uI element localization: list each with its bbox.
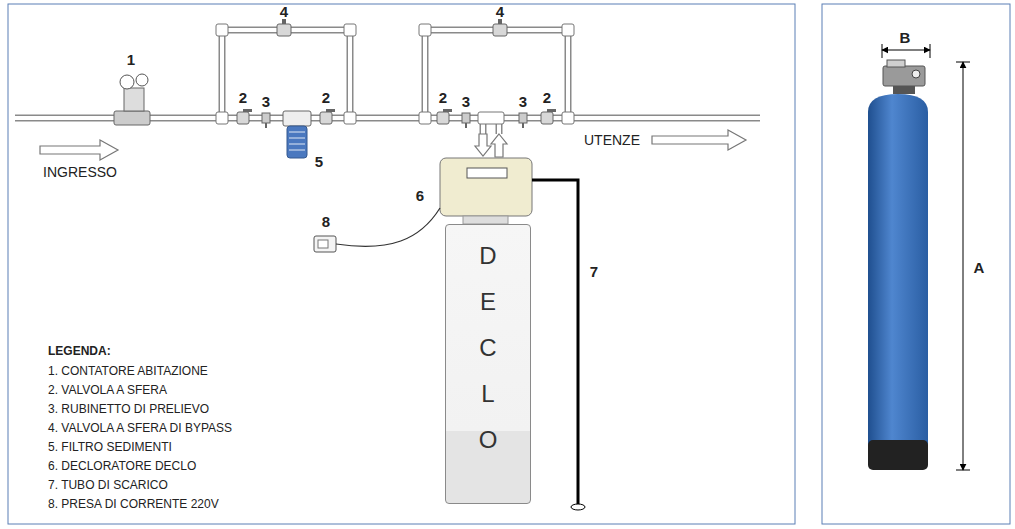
product-valve-top — [887, 60, 905, 67]
legend-entry: 7. TUBO DI SCARICO — [48, 478, 168, 492]
callout-number: 1 — [127, 51, 135, 68]
elbow-fitting — [419, 24, 431, 36]
ball-valve — [320, 112, 332, 124]
bypass-valve — [277, 24, 291, 36]
callout-number: 3 — [462, 93, 470, 110]
panel-frame — [822, 4, 1010, 524]
dimension-tick — [956, 62, 970, 470]
product-neck — [893, 86, 915, 94]
callout-number: 3 — [519, 93, 527, 110]
ball-valve — [437, 112, 449, 124]
filter-bowl — [287, 126, 307, 158]
callout-number: 7 — [590, 263, 598, 280]
product-gauge — [912, 70, 920, 78]
valve-lever — [326, 109, 335, 112]
dimension-letter: B — [900, 29, 911, 46]
meter-dial — [136, 74, 148, 86]
power-plug — [314, 236, 336, 252]
drain-outlet — [571, 504, 585, 510]
legend-text: 1. CONTATORE ABITAZIONE — [48, 364, 208, 378]
dimension-letter: A — [974, 259, 985, 276]
dimension-line — [882, 50, 930, 51]
flow-label: UTENZE — [584, 132, 640, 148]
legend-entry: 3. RUBINETTO DI PRELIEVO — [48, 402, 209, 416]
product-tank — [868, 94, 928, 455]
panel-frame — [8, 4, 795, 524]
elbow-fitting — [562, 24, 574, 36]
sample-tap — [462, 113, 470, 123]
plug-face — [318, 240, 328, 248]
legend-text: 8. PRESA DI CORRENTE 220V — [48, 497, 219, 511]
valve-lever — [243, 109, 252, 112]
valve-lever — [443, 109, 452, 112]
control-head — [440, 158, 532, 216]
valve-lever — [547, 109, 556, 112]
callout-number: 2 — [439, 89, 447, 106]
water-meter-register — [124, 88, 144, 111]
pipe-bore — [15, 30, 760, 134]
callout-number: 8 — [322, 213, 330, 230]
tee-fitting — [344, 112, 356, 124]
dimension-line — [963, 62, 964, 470]
legend-text: 3. RUBINETTO DI PRELIEVO — [48, 402, 209, 416]
bypass-valve — [493, 24, 507, 36]
tee-fitting — [419, 112, 431, 124]
callout-number: 6 — [416, 187, 424, 204]
legend-entry: 4. VALVOLA A SFERA DI BYPASS — [48, 421, 232, 435]
callout-number: 4 — [280, 3, 288, 20]
filter-head — [283, 111, 311, 126]
meter-dial — [120, 75, 134, 89]
legend-entry: 8. PRESA DI CORRENTE 220V — [48, 497, 219, 511]
legend-text: 7. TUBO DI SCARICO — [48, 478, 168, 492]
tee-fitting — [216, 112, 228, 124]
tee-fitting — [562, 112, 574, 124]
callout-number: 4 — [496, 3, 504, 20]
tap-spout — [265, 123, 267, 128]
flow-label: INGRESSO — [43, 164, 117, 180]
filter-cartridge — [289, 132, 305, 150]
power-cable — [336, 208, 440, 246]
tank-body: D E C L O — [445, 224, 531, 504]
legend-text: 4. VALVOLA A SFERA DI BYPASS — [48, 421, 232, 435]
callout-number: 3 — [262, 93, 270, 110]
ball-valve — [541, 112, 553, 124]
flow-up-arrow — [491, 134, 507, 157]
legend-entry: 2. VALVOLA A SFERA — [48, 383, 167, 397]
legend-entry: 6. DECLORATORE DECLO — [48, 459, 196, 473]
legend-entry: 1. CONTATORE ABITAZIONE — [48, 364, 208, 378]
callout-number: 5 — [315, 153, 323, 170]
inflow-arrow — [40, 140, 118, 160]
ball-valve — [237, 112, 249, 124]
elbow-fitting — [344, 24, 356, 36]
tank-neck — [463, 216, 508, 224]
callout-number: 2 — [322, 89, 330, 106]
tap-spout — [465, 123, 467, 128]
callout-number: 2 — [239, 89, 247, 106]
callout-number: 2 — [543, 89, 551, 106]
legend-heading: LEGENDA: — [48, 345, 111, 359]
control-display — [467, 168, 507, 178]
flow-down-arrow — [475, 134, 491, 156]
legend-text: 5. FILTRO SEDIMENTI — [48, 440, 172, 454]
product-valve-head — [883, 66, 925, 86]
drain-tube — [532, 180, 578, 504]
outflow-arrow — [652, 130, 746, 150]
sample-tap — [262, 113, 270, 123]
sample-tap — [519, 113, 527, 123]
water-meter-body — [114, 111, 150, 125]
tank-lettering: D E C L O — [476, 233, 500, 463]
tap-spout — [522, 123, 524, 128]
elbow-fitting — [216, 24, 228, 36]
legend-entry: 5. FILTRO SEDIMENTI — [48, 440, 172, 454]
pipe-outline — [15, 30, 760, 134]
tee-fitting — [478, 112, 504, 124]
legend-text: 2. VALVOLA A SFERA — [48, 383, 167, 397]
product-base — [868, 440, 928, 470]
legend-text: 6. DECLORATORE DECLO — [48, 459, 196, 473]
